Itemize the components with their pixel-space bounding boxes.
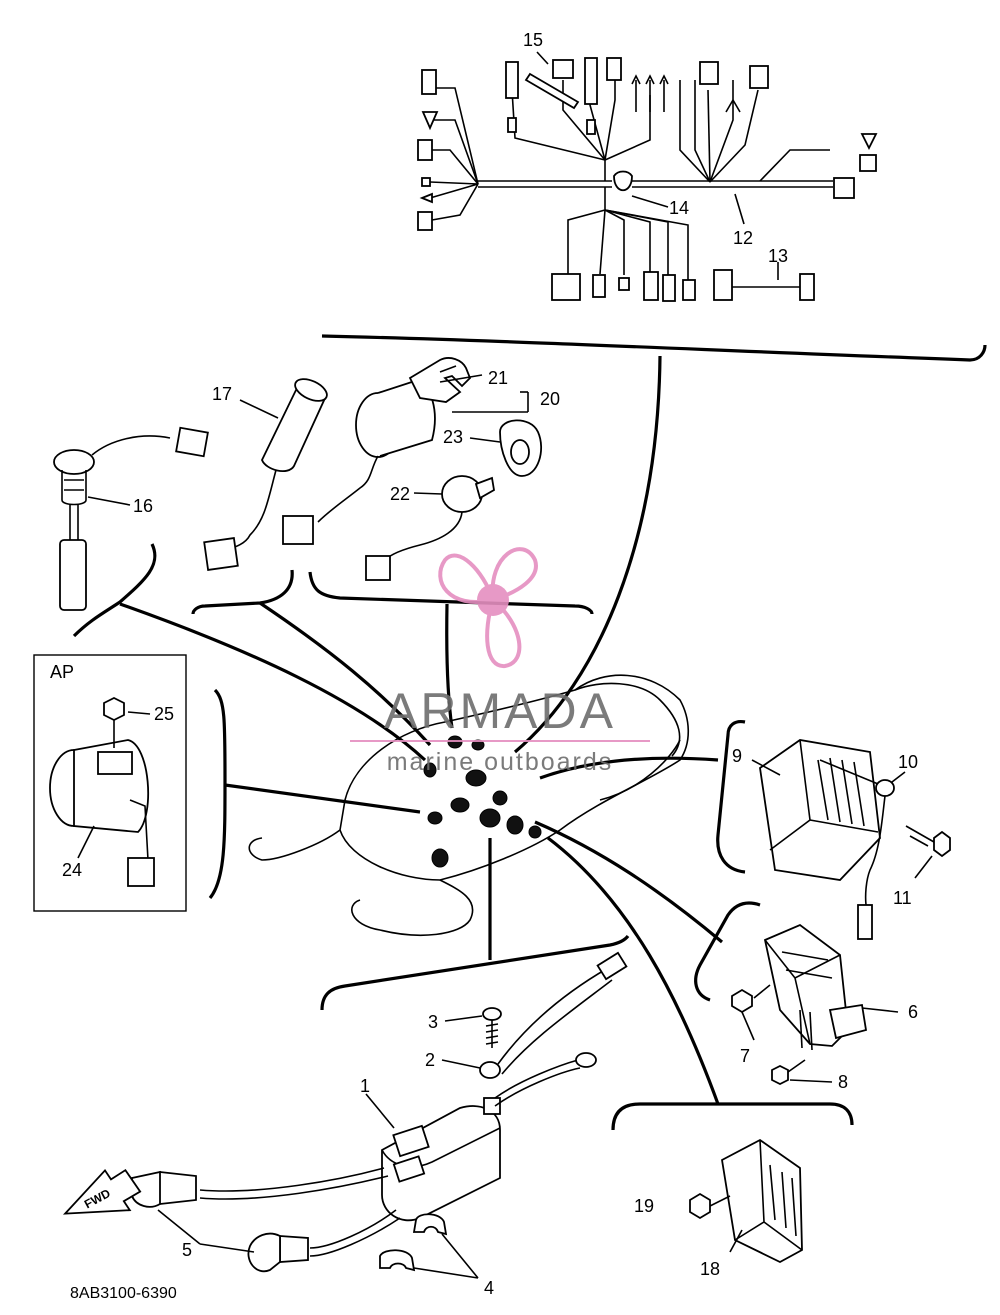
callout-4: 4 bbox=[484, 1278, 494, 1298]
callout-8: 8 bbox=[838, 1072, 848, 1092]
inset-label: AP bbox=[50, 662, 74, 682]
part-2-ground-lead bbox=[441, 951, 628, 1107]
callout-10: 10 bbox=[898, 752, 918, 772]
group-brackets bbox=[72, 334, 987, 1131]
callout-15: 15 bbox=[523, 30, 543, 50]
part-24-relay bbox=[49, 739, 155, 887]
callout-14: 14 bbox=[669, 198, 689, 218]
callout-19: 19 bbox=[634, 1196, 654, 1216]
callout-3: 3 bbox=[428, 1012, 438, 1032]
part-19-nut bbox=[689, 1192, 731, 1220]
part-1-ignition-coil bbox=[365, 1093, 501, 1222]
drawing-code: 8AB3100-6390 bbox=[70, 1285, 177, 1302]
callout-16: 16 bbox=[133, 496, 153, 516]
callout-labels: 1 2 3 4 5 6 7 8 9 10 11 12 13 14 15 16 1… bbox=[50, 30, 918, 1302]
callout-23: 23 bbox=[443, 427, 463, 447]
fwd-arrow-icon bbox=[62, 1168, 142, 1215]
callout-21: 21 bbox=[488, 368, 508, 388]
callout-22: 22 bbox=[390, 484, 410, 504]
callout-1: 1 bbox=[360, 1076, 370, 1096]
propeller-icon bbox=[438, 547, 538, 668]
part-4-clamps bbox=[379, 1213, 479, 1279]
ap-inset-frame bbox=[33, 654, 187, 912]
armada-watermark: ARMADA marine outboards bbox=[350, 547, 650, 776]
watermark-tagline: marine outboards bbox=[387, 748, 614, 776]
part-22-stop-switch bbox=[365, 475, 495, 581]
callout-6: 6 bbox=[908, 1002, 918, 1022]
part-10-lead bbox=[857, 771, 906, 940]
callout-5: 5 bbox=[182, 1240, 192, 1260]
part-20-switch-assembly bbox=[282, 357, 529, 545]
part-8-bolt bbox=[771, 1059, 833, 1086]
callout-20: 20 bbox=[540, 389, 560, 409]
callout-13: 13 bbox=[768, 246, 788, 266]
part-11-bolt bbox=[905, 825, 951, 879]
part-25-nut bbox=[103, 696, 151, 748]
callout-9: 9 bbox=[732, 746, 742, 766]
part-3-screw bbox=[444, 1007, 502, 1048]
callout-12: 12 bbox=[733, 228, 753, 248]
part-9-regulator bbox=[751, 739, 884, 881]
part-7-nut bbox=[731, 984, 771, 1041]
part-5-plug-caps bbox=[131, 1167, 401, 1273]
engine-outline bbox=[248, 674, 690, 936]
part-18-rectifier bbox=[721, 1138, 803, 1264]
callout-18: 18 bbox=[700, 1259, 720, 1279]
callout-25: 25 bbox=[154, 704, 174, 724]
wire-harness-group bbox=[417, 51, 878, 302]
callout-7: 7 bbox=[740, 1046, 750, 1066]
part-23-ring bbox=[469, 419, 543, 477]
watermark-brand: ARMADA bbox=[384, 683, 616, 739]
part-17-condenser bbox=[203, 378, 328, 571]
callout-24: 24 bbox=[62, 860, 82, 880]
callout-2: 2 bbox=[425, 1050, 435, 1070]
callout-11: 11 bbox=[893, 888, 912, 908]
callout-17: 17 bbox=[212, 384, 232, 404]
part-6-cdi-unit bbox=[763, 923, 899, 1051]
part-16-sensor bbox=[53, 426, 209, 611]
